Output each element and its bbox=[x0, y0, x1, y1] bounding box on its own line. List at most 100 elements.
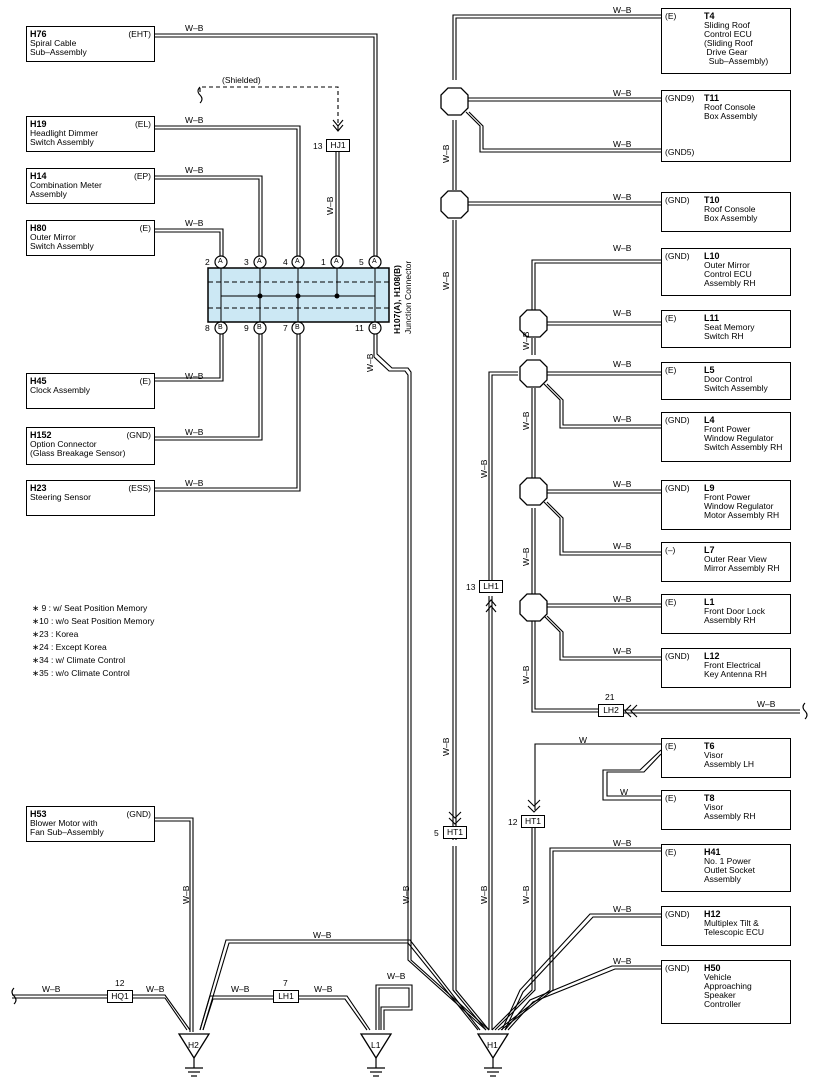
component-id: H12 bbox=[704, 909, 721, 919]
junction-pin-number: 11 bbox=[355, 323, 364, 333]
junction-subtitle: Junction Connector bbox=[403, 260, 413, 334]
connector-pin: 21 bbox=[605, 692, 615, 702]
ground-point-h2: H2 bbox=[188, 1040, 199, 1050]
wire-color-label: W–B bbox=[387, 971, 406, 981]
component-id: L12 bbox=[704, 651, 720, 661]
junction-pin-number: 5 bbox=[359, 257, 364, 267]
component-id: H41 bbox=[704, 847, 721, 857]
component-id: H53 bbox=[30, 809, 47, 819]
component-id: T4 bbox=[704, 11, 715, 21]
pin-label: (EL) bbox=[134, 119, 151, 129]
component-id: T10 bbox=[704, 195, 720, 205]
component-id: H19 bbox=[30, 119, 47, 129]
junction-pin-number: 1 bbox=[321, 257, 326, 267]
wire-color-label: W–B bbox=[314, 984, 333, 994]
connector-pin: 13 bbox=[313, 141, 323, 151]
wire-color-label: W–B bbox=[441, 737, 451, 756]
pin-label: (GND) bbox=[126, 430, 151, 440]
wire-color-label: W–B bbox=[613, 414, 632, 424]
component-id: L7 bbox=[704, 545, 715, 555]
pin-label: (EP) bbox=[134, 171, 151, 181]
connector-pin: 7 bbox=[283, 978, 288, 988]
wire-color-label: W–B bbox=[185, 165, 204, 175]
wire-color-label: W–B bbox=[521, 411, 531, 430]
component-name: Front Power Window Regulator Switch Asse… bbox=[704, 424, 783, 452]
component-name: Visor Assembly LH bbox=[704, 750, 755, 769]
wire-color-label: W–B bbox=[185, 427, 204, 437]
component-id: H14 bbox=[30, 171, 47, 181]
note-item: ∗23 : Korea bbox=[32, 629, 79, 639]
connector-pin: 13 bbox=[466, 582, 476, 592]
junction-pin-number: 3 bbox=[244, 257, 249, 267]
wire-color-label: W–B bbox=[613, 359, 632, 369]
pin-letter-a: A bbox=[295, 258, 300, 265]
wire-color-label: W bbox=[579, 735, 588, 745]
pin-label: (ESS) bbox=[128, 483, 151, 493]
wire-color-label: W–B bbox=[613, 904, 632, 914]
wire-color-label: W–B bbox=[181, 885, 191, 904]
wire-color-label: W–B bbox=[479, 885, 489, 904]
wire-color-label: W–B bbox=[185, 218, 204, 228]
component-id: H76 bbox=[30, 29, 47, 39]
wire-color-label: W–B bbox=[231, 984, 250, 994]
component-name: Front Door Lock Assembly RH bbox=[704, 606, 765, 625]
component-id: H80 bbox=[30, 223, 47, 233]
pin-label: (GND) bbox=[665, 251, 690, 261]
component-name: Combination Meter Assembly bbox=[30, 180, 102, 199]
component-id: L4 bbox=[704, 415, 715, 425]
component-name: Steering Sensor bbox=[30, 492, 91, 502]
wire-color-label: W–B bbox=[757, 699, 776, 709]
pin-label: (GND5) bbox=[665, 147, 695, 157]
wire-color-label: W–B bbox=[521, 885, 531, 904]
wire-color-label: W–B bbox=[521, 665, 531, 684]
connector-pin: 5 bbox=[434, 828, 439, 838]
connector-ht1: HT1 bbox=[521, 815, 545, 828]
junction-pin-number: 8 bbox=[205, 323, 210, 333]
wire-color-label: W–B bbox=[521, 331, 531, 350]
component-name: No. 1 Power Outlet Socket Assembly bbox=[704, 856, 756, 884]
pin-label: (E) bbox=[665, 741, 677, 751]
component-id: T11 bbox=[704, 93, 720, 103]
component-id: T8 bbox=[704, 793, 715, 803]
component-name: Outer Rear View Mirror Assembly RH bbox=[704, 554, 780, 573]
pin-label: (–) bbox=[665, 545, 676, 555]
pin-letter-a: A bbox=[334, 258, 339, 265]
wire-color-label: W–B bbox=[613, 192, 632, 202]
connector-ht1: HT1 bbox=[443, 826, 467, 839]
component-name: Blower Motor with Fan Sub–Assembly bbox=[30, 818, 104, 837]
pin-label: (E) bbox=[665, 847, 677, 857]
component-name: Headlight Dimmer Switch Assembly bbox=[30, 128, 99, 147]
pin-label: (E) bbox=[139, 376, 151, 386]
connector-lh1: LH1 bbox=[273, 990, 299, 1003]
component-name: Clock Assembly bbox=[30, 385, 90, 395]
pin-label: (EHT) bbox=[128, 29, 151, 39]
pin-label: (GND) bbox=[665, 651, 690, 661]
pin-label: (GND9) bbox=[665, 93, 695, 103]
pin-label: (E) bbox=[665, 11, 677, 21]
wire-color-label: W–B bbox=[185, 23, 204, 33]
pin-label: (E) bbox=[139, 223, 151, 233]
pin-label: (E) bbox=[665, 313, 677, 323]
wire-color-label: W–B bbox=[401, 885, 411, 904]
wire-color-label: W–B bbox=[185, 115, 204, 125]
pin-label: (GND) bbox=[126, 809, 151, 819]
notes-list: ∗ 9 : w/ Seat Position Memory ∗10 : w/o … bbox=[32, 602, 154, 680]
wire-color-label: W–B bbox=[479, 459, 489, 478]
wire-color-label: W–B bbox=[185, 478, 204, 488]
ground-point-h1: H1 bbox=[487, 1040, 498, 1050]
component-id: L5 bbox=[704, 365, 715, 375]
